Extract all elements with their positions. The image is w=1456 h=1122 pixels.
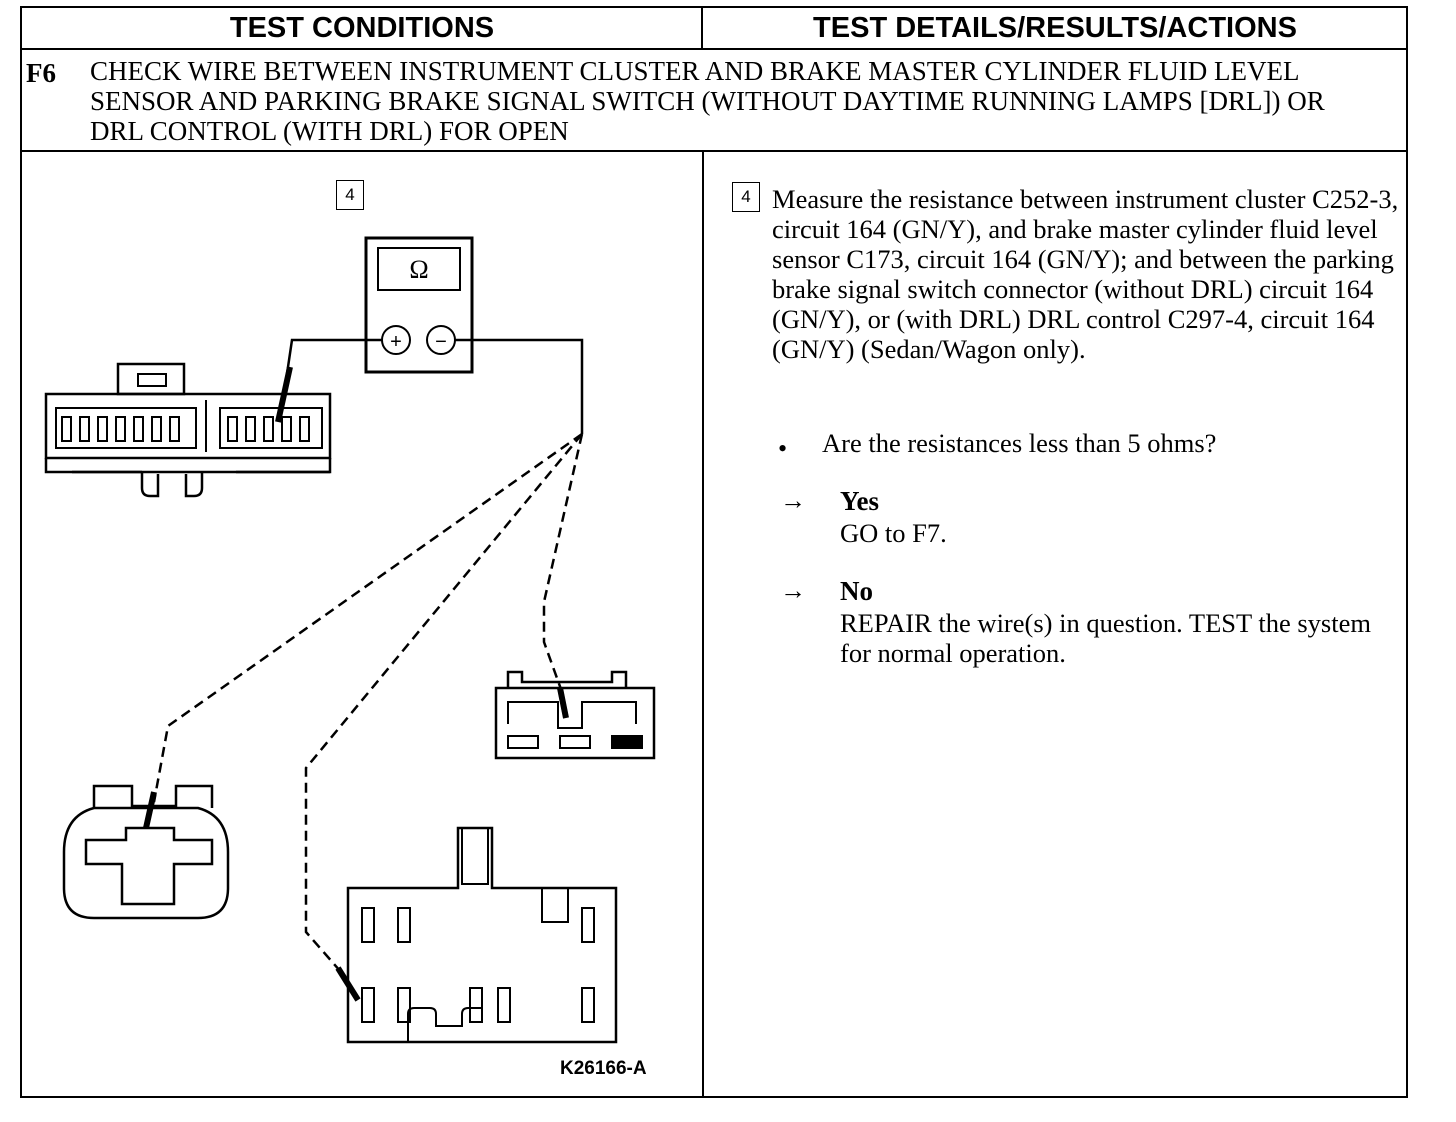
instruction-text: Measure the resistance between instrumen… [772, 184, 1399, 364]
bullet: • [778, 434, 788, 463]
header-test-details: TEST DETAILS/RESULTS/ACTIONS [813, 12, 1297, 44]
body-divider [702, 152, 704, 1098]
probe-switch [557, 687, 569, 719]
wiring-diagram: Ω + − [44, 236, 656, 1044]
ohmmeter [364, 236, 474, 374]
yes-arrow-icon: → [780, 486, 806, 515]
instrument-cluster-connector [44, 362, 332, 498]
no-arrow-icon: → [780, 576, 806, 605]
no-action: REPAIR the wire(s) in question. TEST the… [840, 608, 1371, 668]
header-test-conditions: TEST CONDITIONS [229, 12, 495, 44]
yes-label: Yes [840, 486, 879, 516]
ohmmeter-display [377, 247, 461, 291]
probe-sensor [143, 791, 157, 829]
question-text: Are the resistances less than 5 ohms? [822, 428, 1217, 458]
filled-terminal [611, 735, 643, 749]
parking-brake-switch-connector [494, 670, 656, 760]
negative-lead [455, 338, 584, 434]
plus-symbol: + [390, 331, 402, 353]
header-rule [22, 48, 1406, 50]
ohm-symbol: Ω [409, 255, 428, 284]
cluster-pins [61, 416, 310, 442]
header-divider [701, 8, 703, 48]
diagram-step-badge: 4 [336, 180, 364, 210]
step-title: CHECK WIRE BETWEEN INSTRUMENT CLUSTER AN… [90, 56, 1325, 146]
figure-id: K26166-A [560, 1058, 647, 1079]
drl-pins [361, 907, 595, 1023]
yes-action: GO to F7. [840, 518, 947, 548]
dashed-test-leads [152, 432, 584, 981]
step-row: F6 CHECK WIRE BETWEEN INSTRUMENT CLUSTER… [22, 50, 1406, 150]
test-details-panel: 4 Measure the resistance between instrum… [704, 152, 1408, 1096]
step-rule [22, 150, 1406, 152]
minus-symbol: − [435, 331, 447, 353]
no-label: No [840, 576, 873, 606]
test-conditions-diagram: Ω + − 4 K26166-A [22, 152, 702, 1096]
fluid-level-sensor-connector [62, 784, 230, 920]
step-id: F6 [26, 58, 56, 88]
test-procedure-table: TEST CONDITIONS TEST DETAILS/RESULTS/ACT… [20, 6, 1408, 1098]
details-step-badge: 4 [732, 182, 760, 212]
